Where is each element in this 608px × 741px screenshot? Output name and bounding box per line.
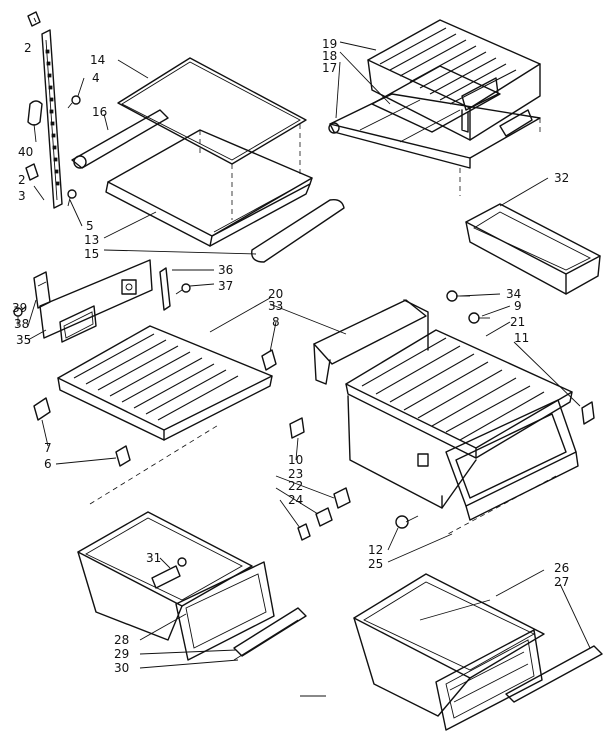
callout-6: 6 [44, 457, 52, 471]
pan-divider-31 [151, 557, 187, 589]
callout-39: 39 [12, 301, 27, 315]
meat-pan-drawer [77, 511, 253, 641]
crisper-cover-front-33 [313, 299, 429, 385]
callout-25: 25 [368, 557, 383, 571]
rail-screw-5 [67, 189, 77, 207]
callout-22: 22 [288, 479, 303, 493]
glass-shelf-panel-14 [117, 57, 307, 165]
small-crisper-pan-32 [465, 203, 601, 295]
shelf-side-rail-16 [71, 109, 169, 169]
callout-37: 37 [218, 279, 233, 293]
callout-14: 14 [90, 53, 105, 67]
callout-21: 21 [510, 315, 525, 329]
pan-handle-29 [233, 607, 307, 657]
pan-front-26 [435, 629, 543, 731]
control-screw-37 [175, 283, 191, 295]
callout-23: 23 [288, 467, 303, 481]
pan-handle-27 [505, 645, 603, 703]
callout-34: 34 [506, 287, 521, 301]
callout-35: 35 [16, 333, 31, 347]
callout-8: 8 [272, 315, 280, 329]
callout-29: 29 [114, 647, 129, 661]
callout-36: 36 [218, 263, 233, 277]
callout-19: 19 [322, 37, 337, 51]
drawer-glide-23 [333, 487, 351, 509]
callout-28: 28 [114, 633, 129, 647]
callout-32: 32 [554, 171, 569, 185]
deli-drawer-19 [367, 19, 541, 141]
crisper-drawer-body [347, 395, 477, 509]
callout-40: 40 [18, 145, 33, 159]
callout-9: 9 [514, 299, 522, 313]
callout-5: 5 [86, 219, 94, 233]
pan-front-28 [175, 561, 275, 661]
rail-end-cap-top [27, 11, 41, 27]
callout-2-top: 2 [24, 41, 32, 55]
callout-3: 3 [18, 189, 26, 203]
rail-end-cap-bottom [25, 163, 39, 181]
callout-15: 15 [84, 247, 99, 261]
cover-bracket-38 [33, 271, 51, 309]
callout-16: 16 [92, 105, 107, 119]
rail-spacer-part-40 [27, 100, 43, 126]
crisper-grate-cover-20 [57, 325, 273, 441]
drawer-stop-11 [581, 401, 595, 425]
cover-screw-39 [13, 307, 23, 326]
crisper-drawer-front-frame [445, 399, 579, 521]
deli-drawer-slide-17 [328, 93, 541, 169]
callout-2-bottom: 2 [18, 173, 26, 187]
shelf-frame-13 [105, 129, 313, 247]
callout-13: 13 [84, 233, 99, 247]
wheel-12 [395, 515, 419, 529]
callout-11: 11 [514, 331, 529, 345]
bottom-crisper-pan [353, 573, 545, 717]
glide-spring-22 [315, 507, 333, 527]
callout-17: 17 [322, 61, 337, 75]
callout-38: 38 [14, 317, 29, 331]
callout-27: 27 [554, 575, 569, 589]
drawer-clip-10 [289, 417, 305, 439]
shelf-support-rail [41, 29, 63, 209]
callout-7: 7 [44, 441, 52, 455]
callout-12: 12 [368, 543, 383, 557]
support-clip-6 [115, 445, 131, 467]
callout-4: 4 [92, 71, 100, 85]
callout-10: 10 [288, 453, 303, 467]
callout-31: 31 [146, 551, 161, 565]
callout-33: 33 [268, 299, 283, 313]
pan-trim-30 [233, 619, 299, 661]
crisper-cover-frame-35 [39, 259, 153, 343]
rail-screw-4 [67, 95, 81, 109]
callout-24: 24 [288, 493, 303, 507]
crisper-grate-cover-21 [345, 329, 573, 459]
shelf-front-trim-15 [251, 198, 345, 263]
callout-labels: 2 4 14 16 40 2 3 5 13 15 19 18 17 32 36 … [12, 37, 569, 675]
callout-30: 30 [114, 661, 129, 675]
leader-lines [21, 17, 591, 669]
callout-18: 18 [322, 49, 337, 63]
glide-screw-24 [297, 523, 311, 541]
humidity-control-slide-36 [159, 267, 171, 311]
support-clip-8 [261, 349, 277, 371]
callout-26: 26 [554, 561, 569, 575]
callout-20: 20 [268, 287, 283, 301]
glide-pin-9 [468, 312, 490, 324]
support-clip-7 [33, 397, 51, 421]
